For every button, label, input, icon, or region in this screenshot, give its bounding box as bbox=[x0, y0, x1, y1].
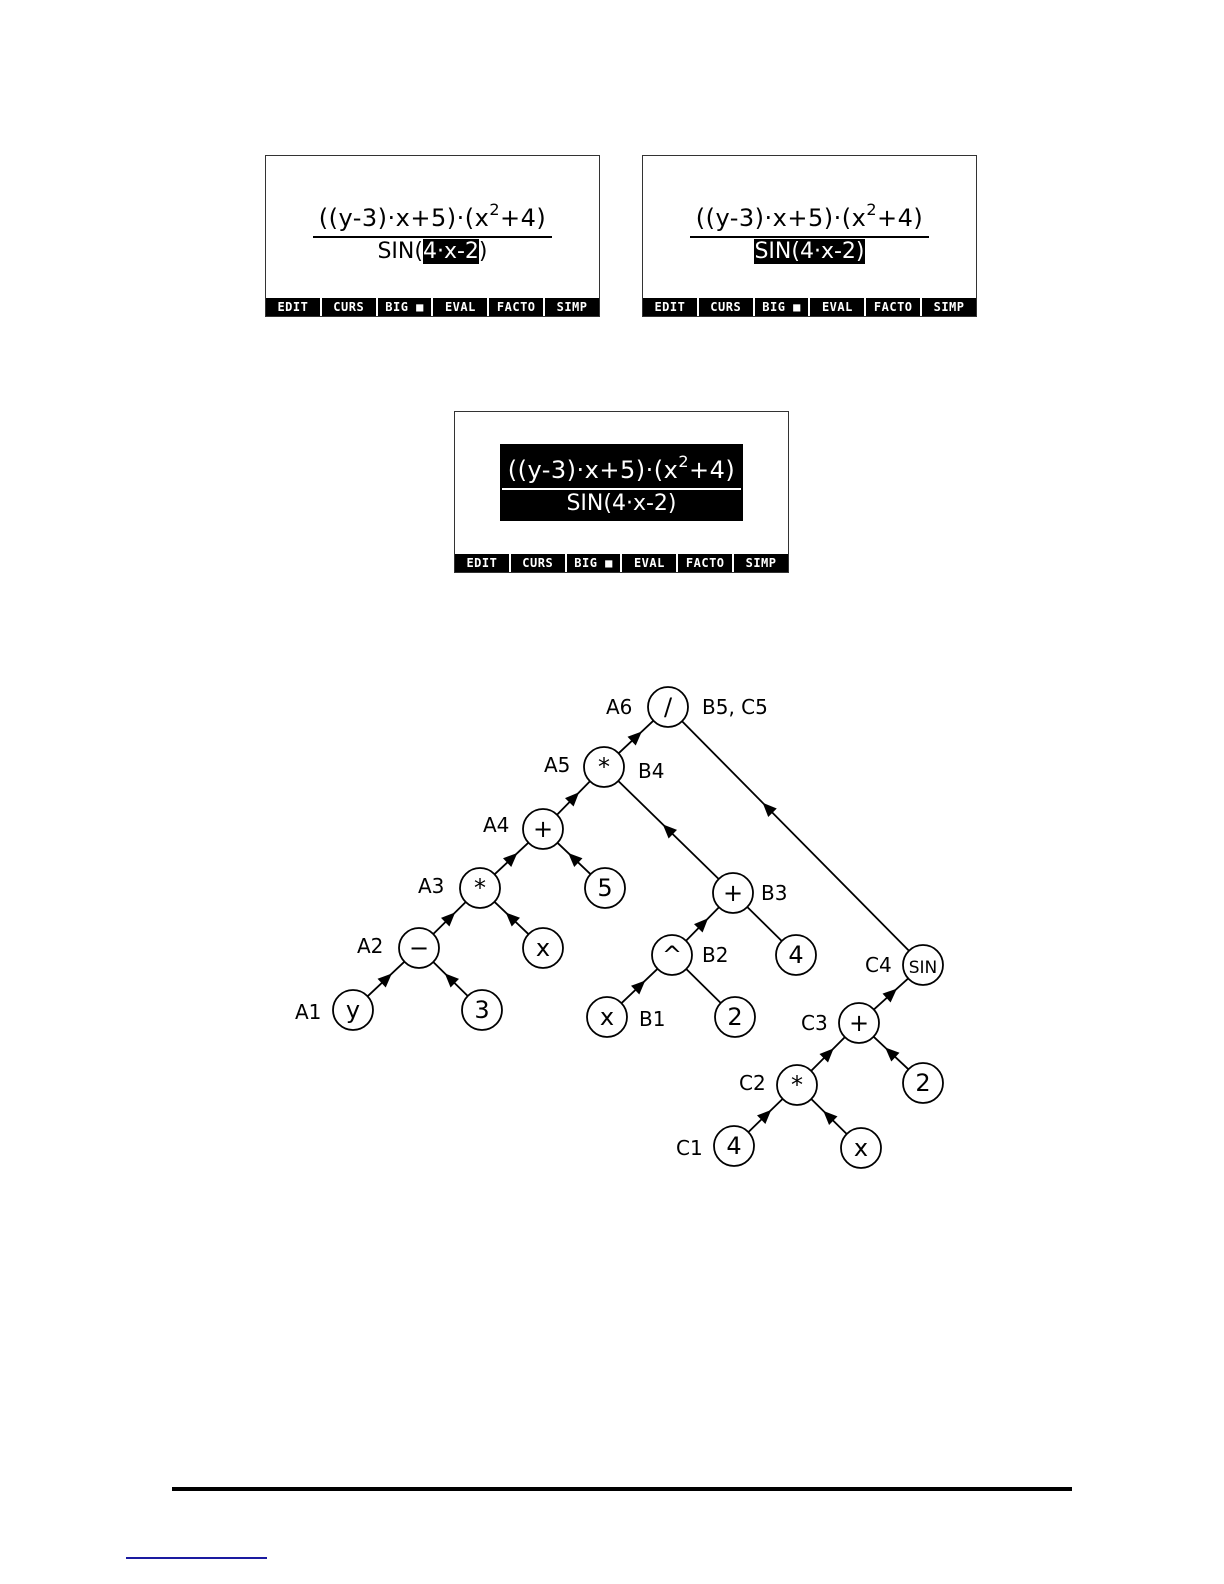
tree-node-side-label: B5, C5 bbox=[702, 695, 768, 719]
tree-node-label: C1 bbox=[676, 1136, 703, 1160]
tree-node-label: A6 bbox=[606, 695, 632, 719]
tree-node-symbol: + bbox=[849, 1009, 869, 1037]
tree-node-symbol: 5 bbox=[597, 874, 612, 902]
tree-node-side-label: B2 bbox=[702, 943, 728, 967]
tree-node-symbol: 4 bbox=[788, 941, 803, 969]
tree-node-label: A4 bbox=[483, 813, 509, 837]
tree-edge bbox=[747, 907, 781, 941]
tree-node-label: A3 bbox=[418, 874, 444, 898]
tree-node-symbol: − bbox=[409, 934, 429, 962]
tree-node-symbol: x bbox=[536, 934, 550, 962]
tree-node-label: A5 bbox=[544, 753, 570, 777]
tree-node-symbol: x bbox=[854, 1134, 868, 1162]
tree-node-label: C2 bbox=[739, 1071, 766, 1095]
tree-node-symbol: * bbox=[791, 1071, 803, 1099]
tree-node-symbol: 3 bbox=[474, 996, 489, 1024]
footnote-rule bbox=[126, 1557, 267, 1559]
tree-node-label: C4 bbox=[865, 953, 892, 977]
tree-node-symbol: 4 bbox=[726, 1132, 741, 1160]
tree-edge bbox=[686, 969, 720, 1003]
tree-node-symbol: + bbox=[723, 879, 743, 907]
tree-node-symbol: 2 bbox=[915, 1069, 930, 1097]
tree-node-symbol: / bbox=[664, 693, 673, 721]
tree-node-symbol: 2 bbox=[727, 1003, 742, 1031]
page-divider-line bbox=[172, 1487, 1072, 1491]
tree-node-symbol: x bbox=[600, 1003, 614, 1031]
tree-node-label: C3 bbox=[801, 1011, 828, 1035]
tree-node-label: A2 bbox=[357, 934, 383, 958]
tree-node-symbol: * bbox=[474, 874, 486, 902]
tree-node-side-label: B4 bbox=[638, 759, 664, 783]
tree-node-side-label: B3 bbox=[761, 881, 787, 905]
tree-node-side-label: B1 bbox=[639, 1007, 665, 1031]
tree-node-symbol: ^ bbox=[662, 941, 682, 969]
tree-edge bbox=[682, 721, 909, 951]
tree-node-symbol: + bbox=[533, 815, 553, 843]
tree-node-symbol: SIN bbox=[909, 958, 938, 978]
tree-node-symbol: y bbox=[346, 996, 360, 1024]
tree-node-symbol: * bbox=[598, 753, 610, 781]
tree-node-label: A1 bbox=[295, 1000, 321, 1024]
